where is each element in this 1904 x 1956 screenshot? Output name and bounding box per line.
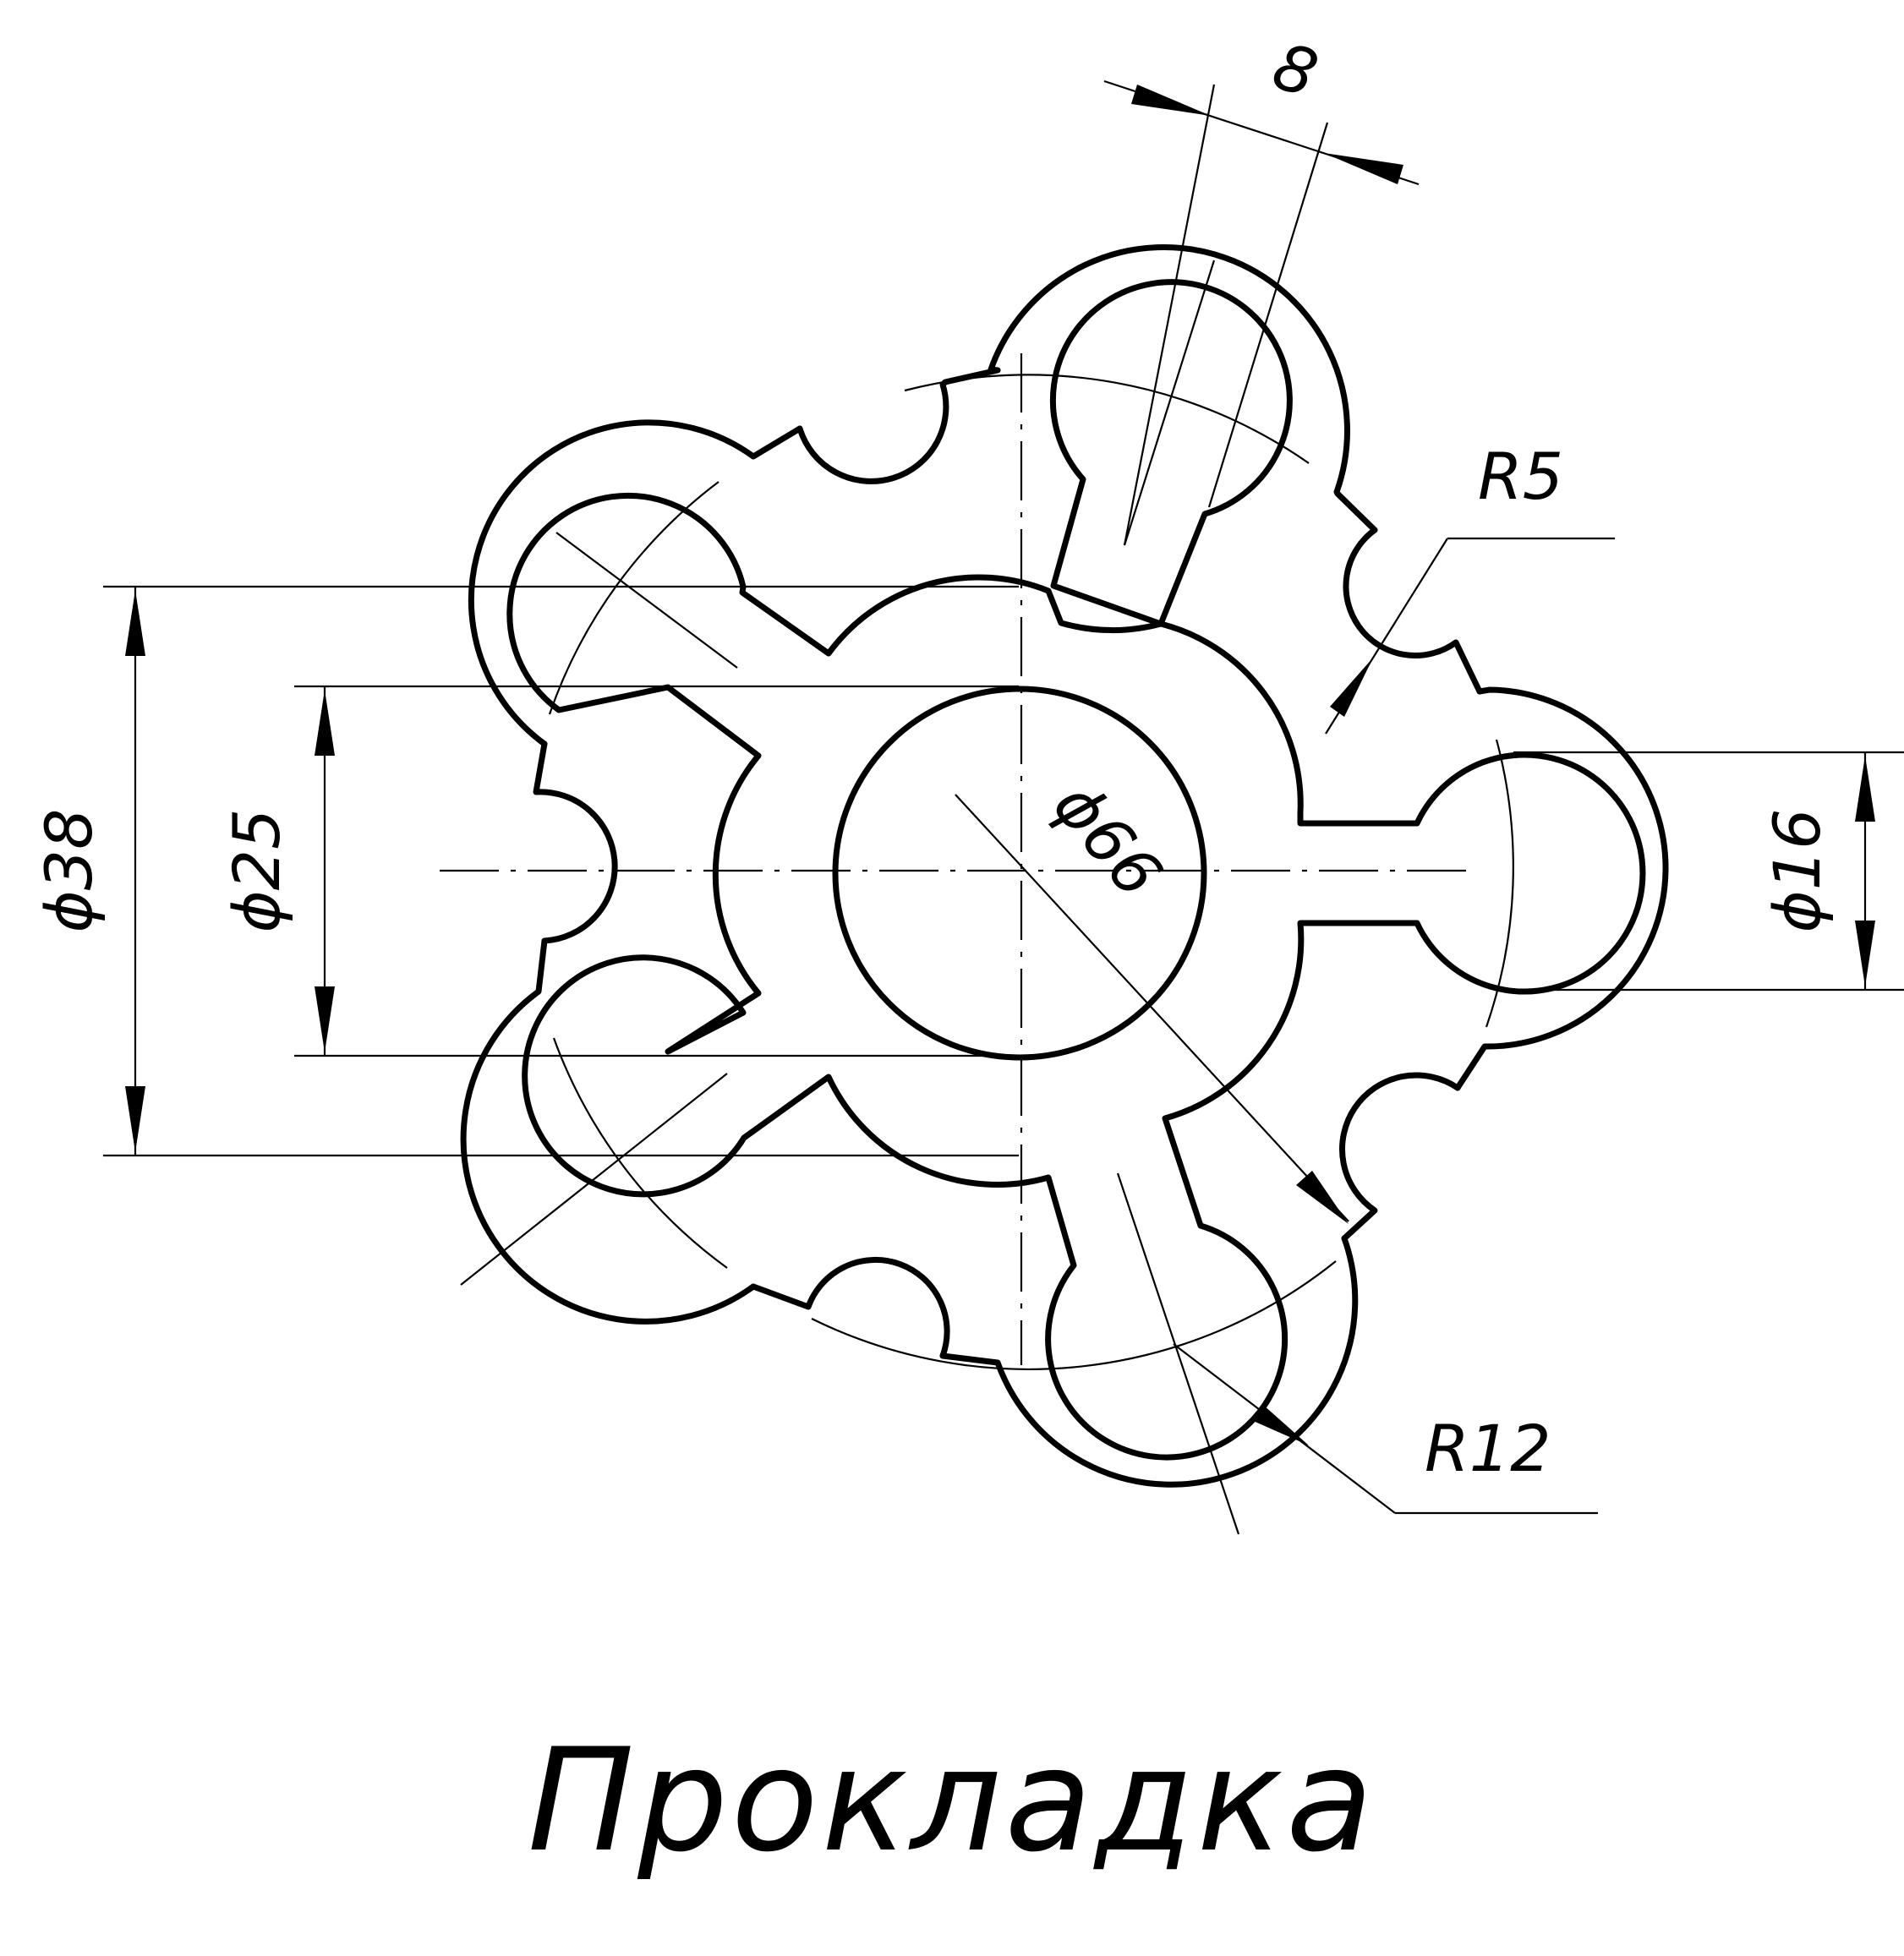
arrow-head (1251, 1405, 1309, 1445)
r5-label: R5 (1478, 439, 1563, 514)
d66-label: ϕ66 (1039, 768, 1177, 911)
notch-bottom (750, 1256, 950, 1359)
right-lobe-outline (1454, 686, 1669, 1091)
arrow-head (1330, 658, 1373, 717)
arrow-head (315, 986, 335, 1052)
pitch-circle-arc (904, 374, 1310, 464)
bottom-left-lobe-outline (460, 937, 757, 1325)
arrow-head (1855, 756, 1875, 822)
bottom-right-lobe-outline (939, 1235, 1359, 1488)
inner-contour (506, 279, 1646, 1461)
outer-contour (460, 244, 1669, 1488)
notch-right-lower (1339, 1072, 1461, 1242)
arrow-head (1324, 153, 1403, 184)
pitch-circle-arc-left (548, 481, 719, 715)
drawing-title: Прокладка (528, 1718, 1376, 1883)
centerlines (440, 260, 1514, 1535)
notch-right-upper (1343, 527, 1483, 695)
dimension-d38: ϕ38 (31, 585, 1019, 1157)
pitch-circle-arc-right (1485, 739, 1514, 1028)
pitch-circle-arc-bottom (811, 1260, 1337, 1370)
notch-top (796, 367, 1001, 484)
dimension-w8: 8 (1103, 28, 1420, 546)
slot-axis-top (1123, 260, 1216, 546)
arrow-head (315, 690, 335, 756)
slot-axis-bottom (1116, 1172, 1240, 1535)
leader-line (955, 794, 1349, 1222)
arrow-head (1131, 85, 1211, 116)
arrow-head (1855, 921, 1875, 986)
arrow-head (125, 590, 145, 656)
pitch-circle-arc-left-lower (552, 1037, 728, 1269)
dimension-d25: ϕ25 (219, 685, 1019, 1057)
hole-axis-top-left (555, 532, 738, 669)
notch-left (533, 740, 618, 944)
arrow-head (125, 1086, 145, 1152)
center-hole (832, 686, 1207, 1061)
arrow-head (1296, 1171, 1349, 1224)
dimension-d16: ϕ16 (1513, 751, 1904, 992)
hole-axis-bottom-left (460, 1073, 728, 1286)
extension-line (1123, 84, 1216, 546)
d38-label: ϕ38 (31, 809, 107, 933)
top-left-lobe-outline (468, 419, 803, 747)
w8-label: 8 (1264, 28, 1326, 112)
dimension-r12: R12 (1173, 1343, 1598, 1515)
top-lobe-outline (988, 244, 1378, 533)
r12-label: R12 (1425, 1411, 1551, 1486)
dimension-r5: R5 (1325, 439, 1615, 735)
d25-label: ϕ25 (219, 809, 294, 933)
d16-label: ϕ16 (1759, 809, 1835, 933)
extension-line (1207, 122, 1329, 508)
